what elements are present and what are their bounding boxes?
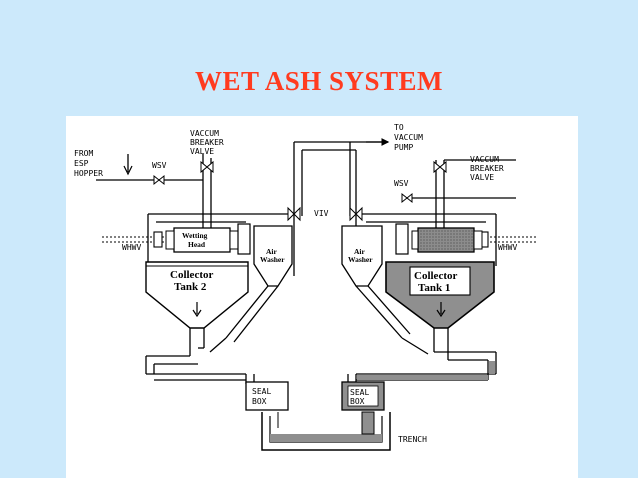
svg-text:Wetting: Wetting: [182, 231, 208, 240]
collector-tank-1: Collector Tank 1: [385, 261, 495, 329]
vacuum-breaker-valve-left-icon: [200, 160, 214, 174]
label-vaccum-breaker-valve-right: VACCUM BREAKER VALVE: [470, 155, 504, 182]
air-washer-left: Air Washer: [253, 225, 293, 287]
viv-right-icon: [349, 206, 363, 222]
label-vaccum-breaker-valve-left: VACCUM BREAKER VALVE: [190, 129, 224, 156]
wsv-left-icon: [153, 174, 165, 186]
svg-text:Tank 2: Tank 2: [174, 281, 207, 293]
label-from-esp-hopper: FROM ESP HOPPER: [74, 149, 103, 178]
vacuum-breaker-valve-right-icon: [433, 160, 447, 174]
wet-ash-system-diagram: FROM ESP HOPPER VACCUM BREAKER VALVE WSV…: [66, 116, 578, 478]
wsv-right-icon: [401, 192, 413, 204]
svg-text:Head: Head: [188, 240, 206, 249]
seal-box-right: SEAL BOX: [341, 381, 385, 411]
svg-text:Collector: Collector: [414, 270, 457, 282]
label-trench: TRENCH: [398, 435, 427, 444]
svg-text:HOPPER: HOPPER: [74, 169, 103, 178]
right-riser: [395, 223, 409, 255]
svg-text:TO: TO: [394, 123, 404, 132]
svg-text:BREAKER: BREAKER: [190, 138, 224, 147]
left-riser: [237, 223, 251, 255]
valve-icons: [153, 160, 447, 222]
vacuum-header-pipes: [96, 141, 516, 276]
svg-text:SEAL: SEAL: [252, 387, 271, 396]
viv-left-icon: [287, 206, 301, 222]
right-wetting-head: [411, 227, 483, 253]
svg-text:Washer: Washer: [260, 255, 285, 264]
air-washer-right: Air Washer: [341, 225, 383, 287]
seal-box-left: SEAL BOX: [245, 381, 289, 411]
svg-text:ESP: ESP: [74, 159, 89, 168]
svg-text:Air: Air: [266, 247, 278, 256]
label-whwv-left: WHWV: [122, 243, 141, 252]
label-viv: VIV: [314, 209, 329, 218]
trench: [261, 411, 391, 451]
svg-text:FROM: FROM: [74, 149, 93, 158]
svg-text:Washer: Washer: [348, 255, 373, 264]
svg-text:Air: Air: [354, 247, 366, 256]
svg-text:Tank 1: Tank 1: [418, 282, 450, 294]
svg-text:Collector: Collector: [170, 269, 213, 281]
svg-text:SEAL: SEAL: [350, 388, 369, 397]
whwv-left-pipe: [102, 231, 166, 248]
svg-text:VALVE: VALVE: [190, 147, 214, 156]
label-whwv-right: WHWV: [498, 243, 517, 252]
right-header-fill: [357, 375, 488, 380]
svg-text:PUMP: PUMP: [394, 143, 413, 152]
diagram-canvas: FROM ESP HOPPER VACCUM BREAKER VALVE WSV…: [74, 123, 536, 451]
label-wsv-right: WSV: [394, 179, 409, 188]
collector-tank-2: Collector Tank 2: [145, 261, 249, 329]
esp-inlet-arrow: [123, 165, 133, 176]
svg-text:BOX: BOX: [350, 397, 365, 406]
svg-text:VACCUM: VACCUM: [470, 155, 499, 164]
svg-text:VACCUM: VACCUM: [190, 129, 219, 138]
label-to-vaccum-pump: TO VACCUM PUMP: [394, 123, 423, 152]
right-pipe-fill: [489, 361, 495, 374]
label-wsv-left: WSV: [152, 161, 167, 170]
svg-text:BOX: BOX: [252, 397, 267, 406]
svg-text:VACCUM: VACCUM: [394, 133, 423, 142]
svg-text:BREAKER: BREAKER: [470, 164, 504, 173]
slide-title: WET ASH SYSTEM: [194, 66, 444, 96]
wetting-head: Wetting Head: [165, 227, 239, 253]
svg-text:VALVE: VALVE: [470, 173, 494, 182]
